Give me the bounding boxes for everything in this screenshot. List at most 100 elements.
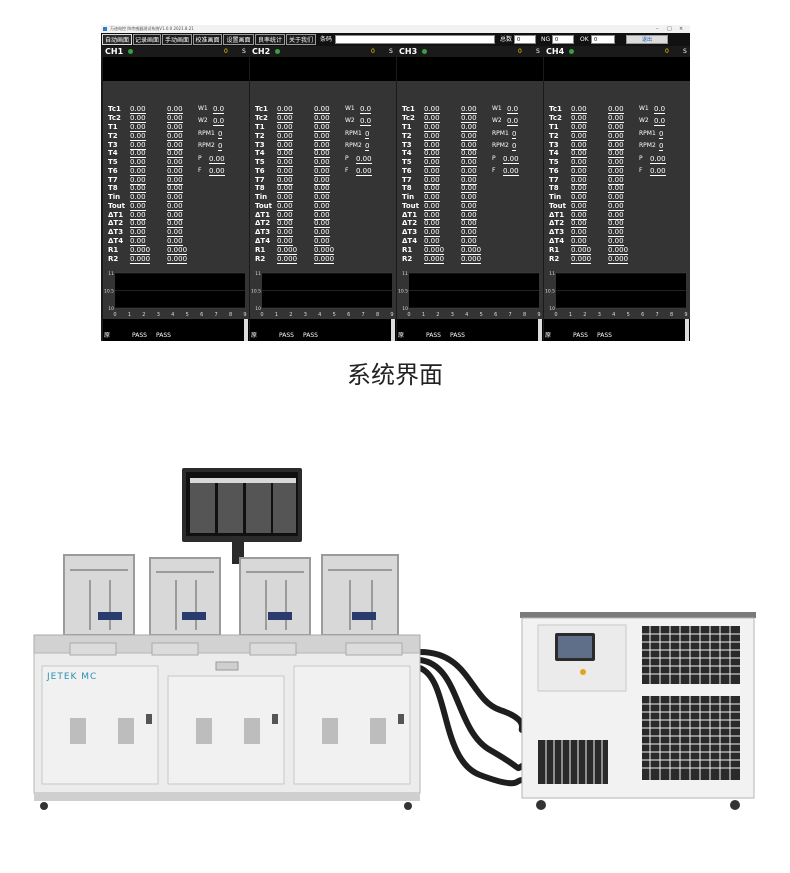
row-value-1: 0.00 [130,141,146,150]
row-value-1: 0.00 [277,123,293,132]
x-tick-label: 0 [407,312,410,318]
x-tick-label: 8 [670,312,673,318]
row-label: Tin [255,193,268,201]
channel-name: CH3 [399,47,418,56]
row-label: T5 [402,158,412,166]
log-scrollbar[interactable] [244,319,248,341]
channel-state: S [683,48,687,55]
row-label: T6 [402,167,412,175]
row-value-1: 0.00 [424,211,440,220]
row-value-1: 0.00 [130,211,146,220]
row-value-2: 0.000 [608,255,629,264]
row-value-2: 0.000 [608,246,629,255]
menu-auto[interactable]: 自动画面 [102,34,132,45]
menu-manual[interactable]: 手动画面 [162,34,192,45]
log-pass-2: PASS [597,332,612,339]
minimize-icon[interactable]: – [656,26,659,32]
x-tick-label: 7 [656,312,659,318]
side-label: RPM2 [345,142,362,149]
side-value: 0.00 [503,155,519,164]
x-tick-label: 2 [289,312,292,318]
row-value-2: 0.00 [167,184,183,193]
channel-state: S [536,48,540,55]
row-value-1: 0.000 [130,255,151,264]
row-value-2: 0.00 [461,123,477,132]
x-tick-label: 4 [318,312,321,318]
row-label: R2 [549,255,560,263]
log-pass-1: PASS [573,332,588,339]
log-col-1: 原 [398,332,405,339]
side-label: RPM1 [345,130,362,137]
barcode-input[interactable] [335,35,495,44]
side-label: RPM2 [198,142,215,149]
row-label: T2 [255,132,265,140]
x-tick-label: 2 [142,312,145,318]
row-value-2: 0.00 [608,202,624,211]
row-value-2: 0.00 [167,176,183,185]
log-col-1: 原 [104,332,111,339]
close-icon[interactable]: × [679,26,684,32]
row-value-1: 0.00 [277,211,293,220]
equipment-photo: JETEK MC [33,468,756,810]
row-label: Tin [108,193,121,201]
x-tick-label: 7 [215,312,218,318]
row-label: ΔT1 [108,211,124,219]
row-value-1: 0.00 [277,193,293,202]
row-label: T1 [402,123,412,131]
x-tick-label: 9 [684,312,687,318]
menu-calibrate[interactable]: 校准画面 [193,34,222,45]
menu-settings[interactable]: 设置画面 [223,34,254,45]
row-value-1: 0.00 [571,149,587,158]
row-value-2: 0.00 [314,167,330,176]
menu-record[interactable]: 记录画面 [133,34,161,45]
row-value-1: 0.00 [424,132,440,141]
status-led-icon [422,49,427,54]
log-scrollbar[interactable] [685,319,689,341]
x-tick-label: 0 [113,312,116,318]
exit-button[interactable]: 退出 [626,35,668,44]
x-tick-label: 8 [523,312,526,318]
row-value-1: 0.00 [277,105,293,114]
log-scrollbar[interactable] [538,319,542,341]
row-label: R2 [402,255,413,263]
side-label: W2 [639,117,649,124]
row-value-2: 0.00 [461,202,477,211]
menu-yield[interactable]: 良率统计 [255,34,285,45]
row-label: T5 [255,158,265,166]
row-label: T5 [108,158,118,166]
x-tick-label: 3 [304,312,307,318]
row-value-1: 0.00 [130,202,146,211]
x-tick-label: 6 [347,312,350,318]
ng-value: 0 [552,35,574,44]
row-value-2: 0.00 [461,114,477,123]
chiller-unit [520,612,756,810]
row-value-2: 0.00 [461,141,477,150]
row-label: ΔT2 [402,219,418,227]
row-label: R2 [108,255,119,263]
log-scrollbar[interactable] [391,319,395,341]
menu-about[interactable]: 关于我们 [286,34,316,45]
maximize-icon[interactable]: □ [667,26,672,32]
row-value-1: 0.00 [424,123,440,132]
x-tick-label: 5 [333,312,336,318]
row-value-2: 0.000 [167,246,188,255]
row-value-1: 0.00 [130,132,146,141]
row-value-2: 0.00 [608,193,624,202]
row-value-2: 0.00 [608,132,624,141]
side-value: 0 [365,142,370,151]
status-led-icon [128,49,133,54]
row-value-1: 0.00 [424,141,440,150]
row-value-2: 0.00 [608,184,624,193]
row-value-1: 0.00 [571,105,587,114]
x-tick-label: 6 [641,312,644,318]
side-value: 0.0 [360,117,372,126]
row-value-2: 0.00 [461,219,477,228]
side-label: W2 [345,117,355,124]
log-col-1: 原 [251,332,258,339]
